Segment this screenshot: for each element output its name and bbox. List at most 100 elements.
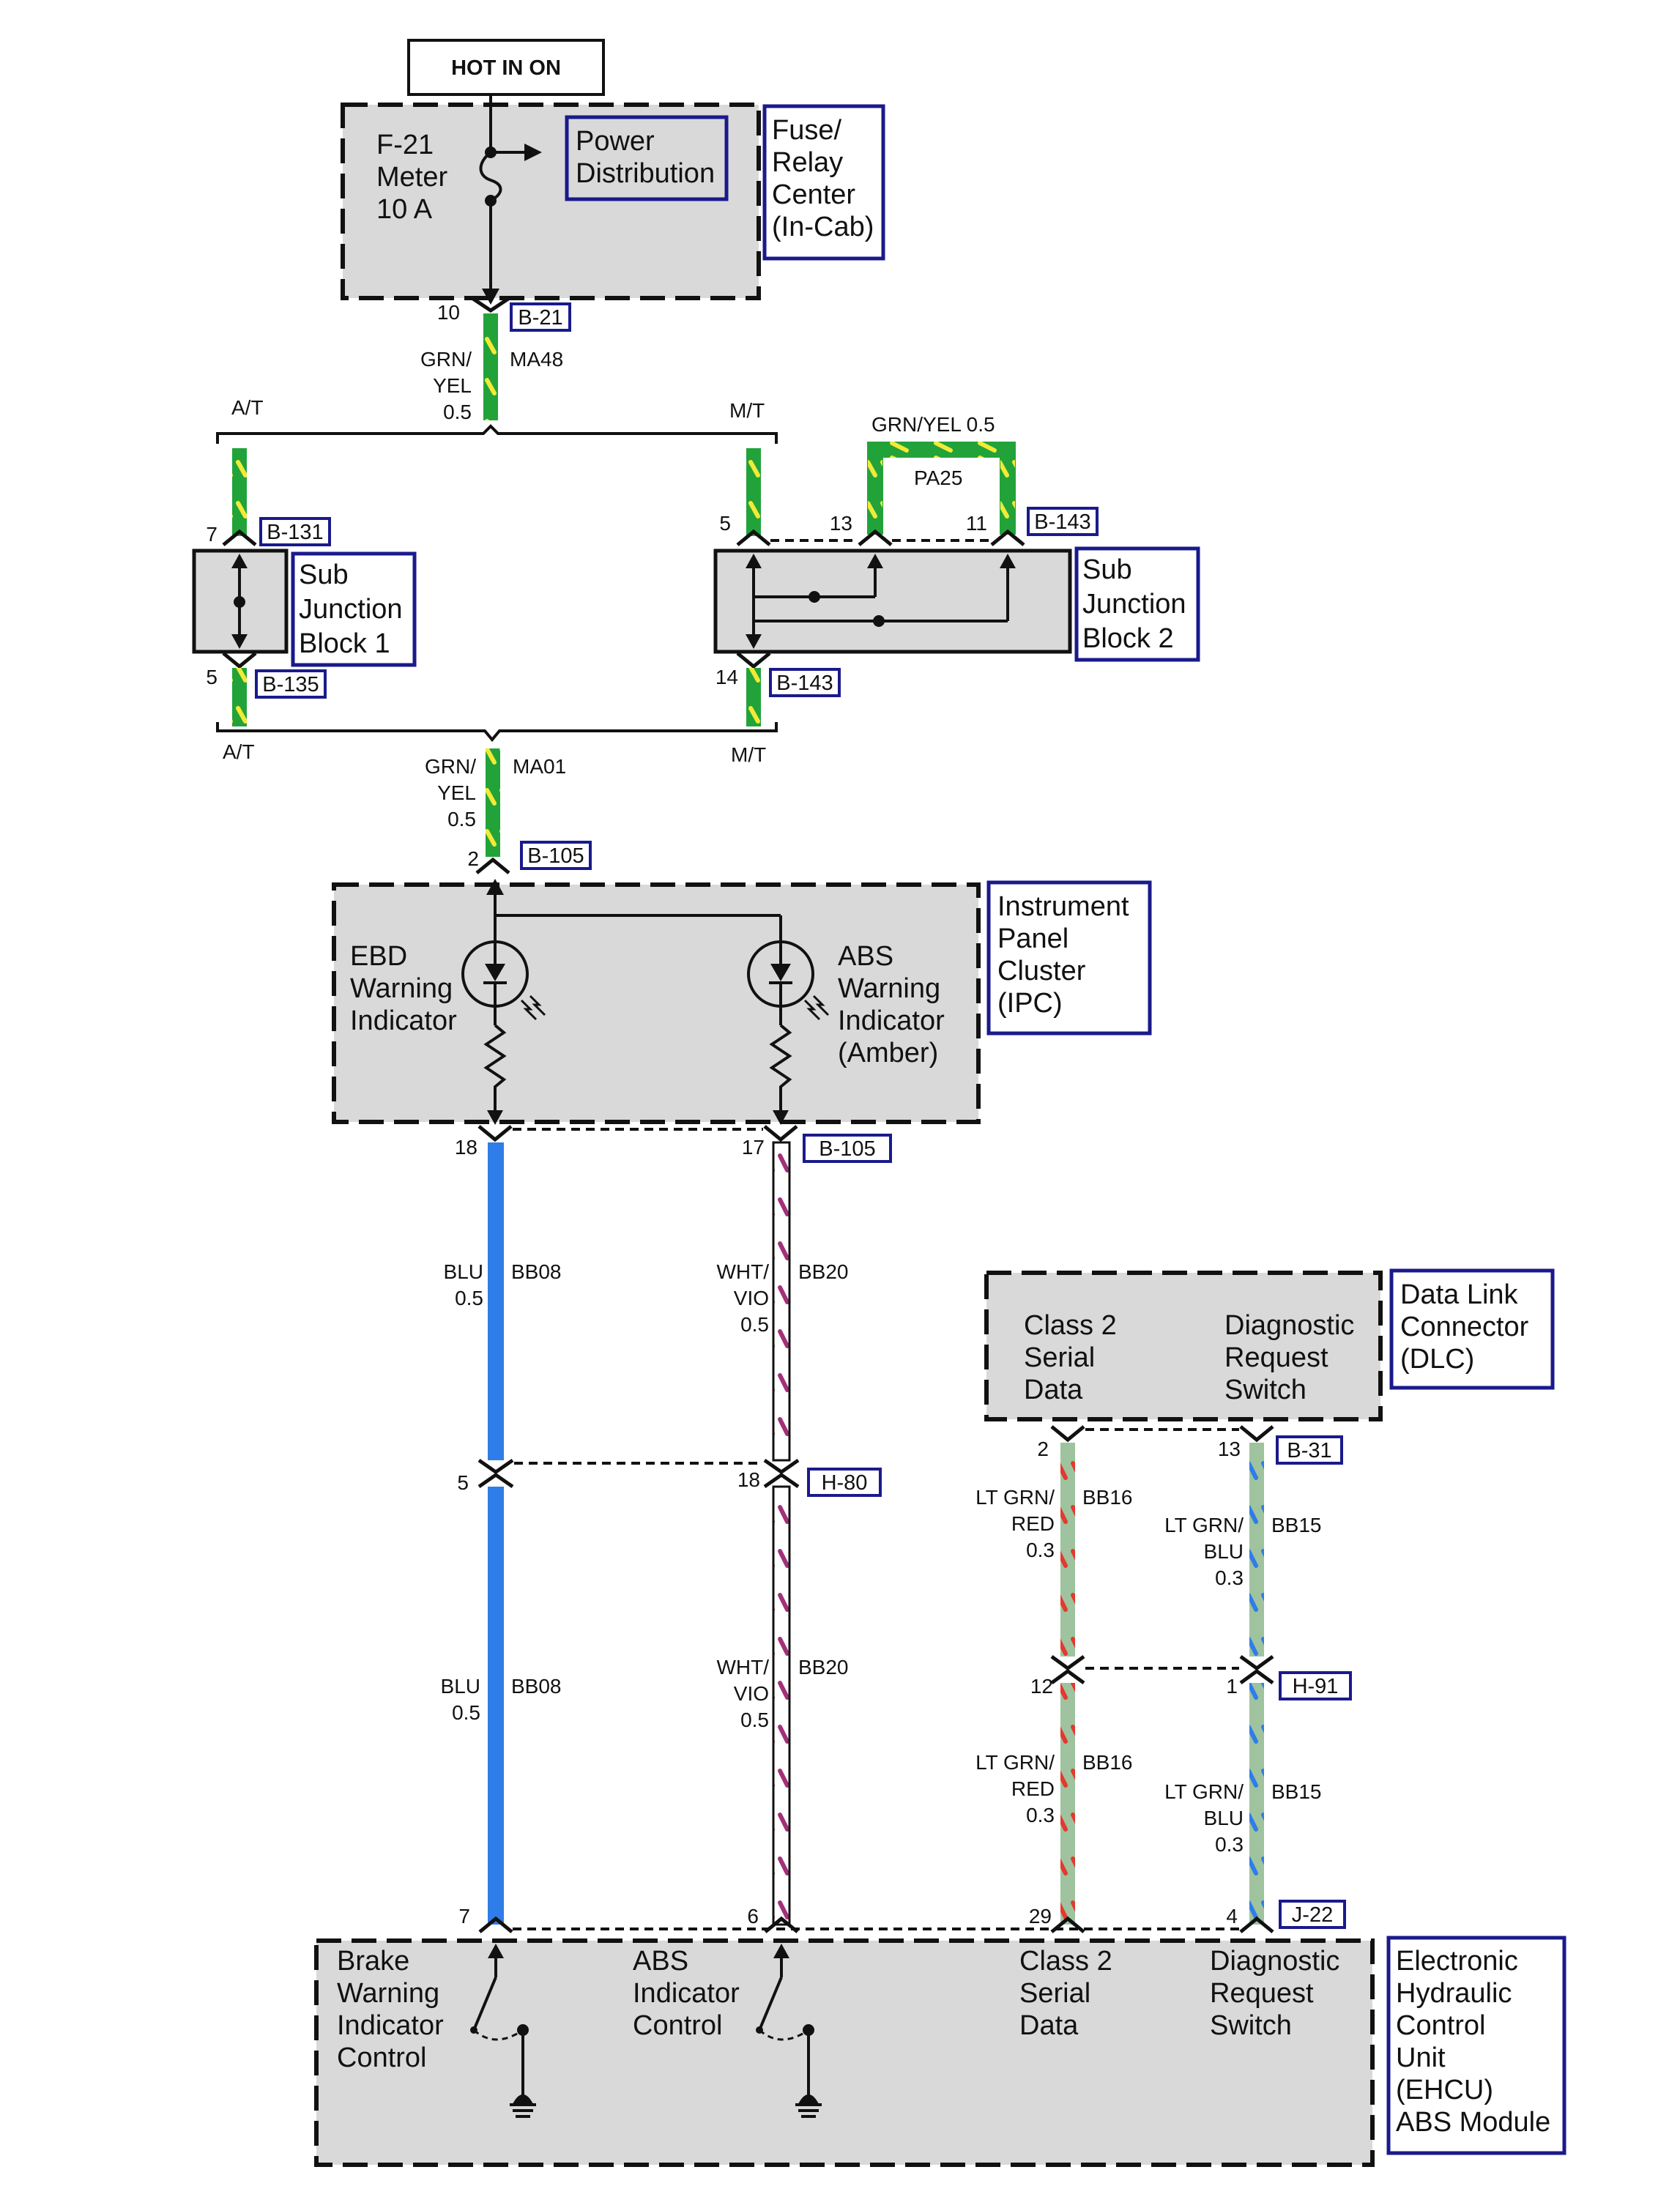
fuse-relay-center-line4: (In-Cab) (772, 212, 874, 242)
wire-bb08-upper (488, 1142, 504, 1460)
wire-ma48 (483, 313, 498, 420)
dlc-class2-line2: Serial (1024, 1342, 1095, 1373)
tag-b143-top: B-143 (1034, 510, 1090, 534)
tag-b131-box (259, 517, 331, 546)
connector-b31-pin13 (1239, 1425, 1274, 1443)
bb15-upper-circuit: BB15 (1271, 1514, 1322, 1536)
tag-b31-box (1276, 1435, 1343, 1465)
bb15-lower-color-line3: 0.3 (1215, 1833, 1244, 1856)
dlc-diag-line1: Diagnostic (1224, 1310, 1354, 1341)
ma48-color-line1: GRN/ (420, 348, 472, 371)
ma48-circuit: MA48 (510, 348, 563, 371)
tag-b105-bottom-box (803, 1134, 892, 1163)
wire-bb16-lower (1060, 1683, 1075, 1925)
pa25-label: GRN/YEL 0.5 (871, 413, 995, 436)
tag-b143-bottom-box (769, 668, 841, 697)
abs-switch-input-arrow (773, 1944, 789, 1958)
ehcu-label-line4: Unit (1396, 2042, 1446, 2073)
pa25-right-leg (1000, 448, 1015, 535)
sjb2-arrow-pin5 (746, 554, 762, 568)
tag-j22-box (1279, 1900, 1346, 1929)
pin-h91-1: 1 (1226, 1675, 1238, 1698)
bb16-upper-color-line3: 0.3 (1026, 1539, 1055, 1561)
wire-bb20-lower (772, 1485, 791, 1926)
brake-label-line1: Brake (337, 1946, 409, 1977)
tag-b31: B-31 (1287, 1439, 1331, 1462)
wire-bb15-upper (1249, 1443, 1264, 1657)
pin-b31-13: 13 (1218, 1438, 1241, 1460)
tag-b143-top-box (1027, 507, 1099, 536)
ma01-color-line1: GRN/ (425, 755, 476, 778)
pin-j22-29: 29 (1029, 1905, 1052, 1928)
tag-b21-box (510, 302, 571, 332)
ebd-label-line3: Indicator (350, 1005, 457, 1036)
abs-output-arrow (773, 1110, 789, 1125)
ipc-feed-arrow (486, 879, 504, 895)
dlc-class2-line1: Class 2 (1024, 1310, 1117, 1341)
sjb2-label-line1: Sub (1082, 554, 1132, 585)
pin-b21: 10 (437, 301, 460, 324)
sub-junction-block-1-label-box (291, 551, 417, 667)
dlc-diag-line2: Request (1224, 1342, 1328, 1373)
ipc-label-box (986, 880, 1152, 1036)
bb15-lower-color-line2: BLU (1204, 1807, 1244, 1829)
fuse-relay-center-line3: Center (772, 179, 855, 210)
abs-ground-icon (795, 2094, 822, 2118)
ehcu-label-line6: ABS Module (1396, 2107, 1550, 2138)
fuse-name-line2: Meter (376, 162, 447, 193)
sjb1-arrow-up (231, 554, 248, 568)
ehcu-diag-line2: Request (1210, 1978, 1314, 2009)
brake-label-line3: Indicator (337, 2010, 444, 2041)
bb16-upper-color-line1: LT GRN/ (975, 1486, 1055, 1509)
pin-j22-7: 7 (458, 1905, 470, 1928)
connector-b135-symbol (222, 652, 257, 669)
fuse-icon (479, 151, 502, 202)
ipc-label-line2: Panel (997, 923, 1068, 954)
power-distribution-arrow (524, 144, 542, 161)
fuse-relay-center-box (341, 103, 761, 300)
mt-label-top: M/T (729, 399, 765, 422)
tag-b105-bottom: B-105 (819, 1137, 875, 1161)
bb08-lower-color-line1: BLU (441, 1675, 480, 1698)
pin-b105-2: 2 (467, 847, 479, 870)
tag-b135-box (255, 669, 327, 699)
hot-in-on-label: HOT IN ON (451, 56, 561, 80)
sub-junction-block-2-label-box (1074, 546, 1200, 662)
bb16-upper-circuit: BB16 (1082, 1486, 1133, 1509)
connector-b21-symbol (472, 297, 510, 313)
bb20-upper-color-line2: VIO (734, 1287, 769, 1309)
tag-b131: B-131 (267, 521, 323, 544)
ebd-led-triangle (485, 964, 505, 981)
brake-switch-input-arrow (488, 1944, 504, 1958)
wire-bb08-lower (488, 1487, 504, 1925)
tag-b135: B-135 (262, 673, 319, 696)
bb15-lower-color-line1: LT GRN/ (1164, 1780, 1244, 1803)
bb20-lower-color-line2: VIO (734, 1682, 769, 1705)
wire-ma01 (486, 748, 500, 857)
pin-h80-18: 18 (737, 1468, 760, 1491)
bb08-lower-circuit: BB08 (511, 1675, 562, 1698)
ma01-color-line3: 0.5 (447, 808, 476, 830)
brake-switch-link (472, 2029, 524, 2041)
pa25-left-leg (868, 448, 882, 535)
ipc-label-line1: Instrument (997, 891, 1129, 922)
wire-bb16-upper (1060, 1443, 1075, 1657)
pin-b31-2: 2 (1037, 1438, 1049, 1460)
pa25-circuit: PA25 (914, 466, 962, 489)
connector-j22-pin7 (478, 1916, 513, 1933)
tag-b105-top-box (520, 841, 592, 870)
sjb1-label-line3: Block 1 (299, 628, 390, 659)
bb16-lower-color-line1: LT GRN/ (975, 1751, 1055, 1774)
dlc-class2-line3: Data (1024, 1375, 1083, 1405)
dlc-label-line2: Connector (1400, 1312, 1529, 1342)
abs-control-label-line1: ABS (633, 1946, 688, 1977)
bb15-lower-circuit: BB15 (1271, 1780, 1322, 1803)
tag-b21: B-21 (518, 306, 562, 330)
sjb1-label-line1: Sub (299, 560, 349, 590)
sjb2-node-1 (809, 591, 820, 603)
connector-b143-top-pin5 (736, 529, 771, 546)
tag-b105-top: B-105 (527, 844, 584, 868)
sjb1-label-line2: Junction (299, 594, 403, 625)
abs-label-line2: Warning (838, 973, 940, 1004)
ma48-color-line2: YEL (433, 374, 472, 397)
